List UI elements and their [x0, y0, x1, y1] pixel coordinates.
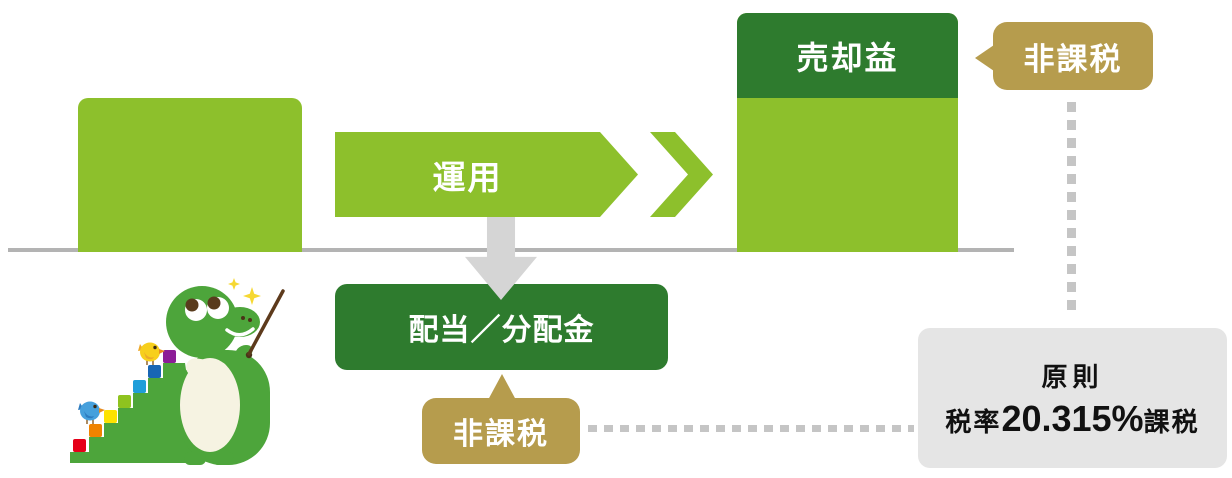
mascot-body [166, 286, 270, 465]
tax-note-prefix: 税率 [945, 406, 1002, 437]
chevron-right-icon [650, 132, 713, 217]
flow-arrow-label: 運用 [432, 158, 503, 196]
dotted-line-horizontal [588, 425, 914, 432]
tax-free-badge-top-tail [975, 45, 994, 71]
mascot-staircase [70, 363, 200, 463]
tax-free-badge-bottom-tail [488, 374, 516, 400]
tax-free-badge-bottom-label: 非課税 [453, 418, 549, 451]
gain-block-header: 売却益 [737, 13, 958, 98]
tax-note-suffix: 課税 [1143, 406, 1200, 437]
mascot-crocodile [70, 278, 285, 465]
blue-bird-icon [78, 401, 105, 424]
stair-blocks [73, 350, 176, 452]
flow-arrow: 運用 [335, 132, 638, 217]
gain-block: 売却益 [737, 13, 958, 252]
tax-free-badge-bottom: 非課税 [422, 398, 580, 464]
tax-note-line1: 原則 [1041, 361, 1104, 392]
gain-block-label: 売却益 [796, 39, 899, 76]
tax-note-rate: 20.315% [1001, 397, 1144, 439]
tax-free-badge-top-label: 非課税 [1023, 41, 1123, 77]
principal-block [78, 98, 302, 252]
tax-note-line2: 税率 20.315% 課税 [945, 398, 1199, 440]
tax-note-box: 原則 税率 20.315% 課税 [918, 328, 1227, 468]
sparkle-icon [228, 278, 261, 305]
tax-free-badge-top: 非課税 [993, 22, 1153, 90]
dividend-box-label: 配当／分配金 [408, 314, 595, 347]
dotted-line-vertical [1067, 102, 1076, 314]
yellow-bird-icon [138, 342, 165, 365]
pointer-stick [247, 289, 285, 356]
